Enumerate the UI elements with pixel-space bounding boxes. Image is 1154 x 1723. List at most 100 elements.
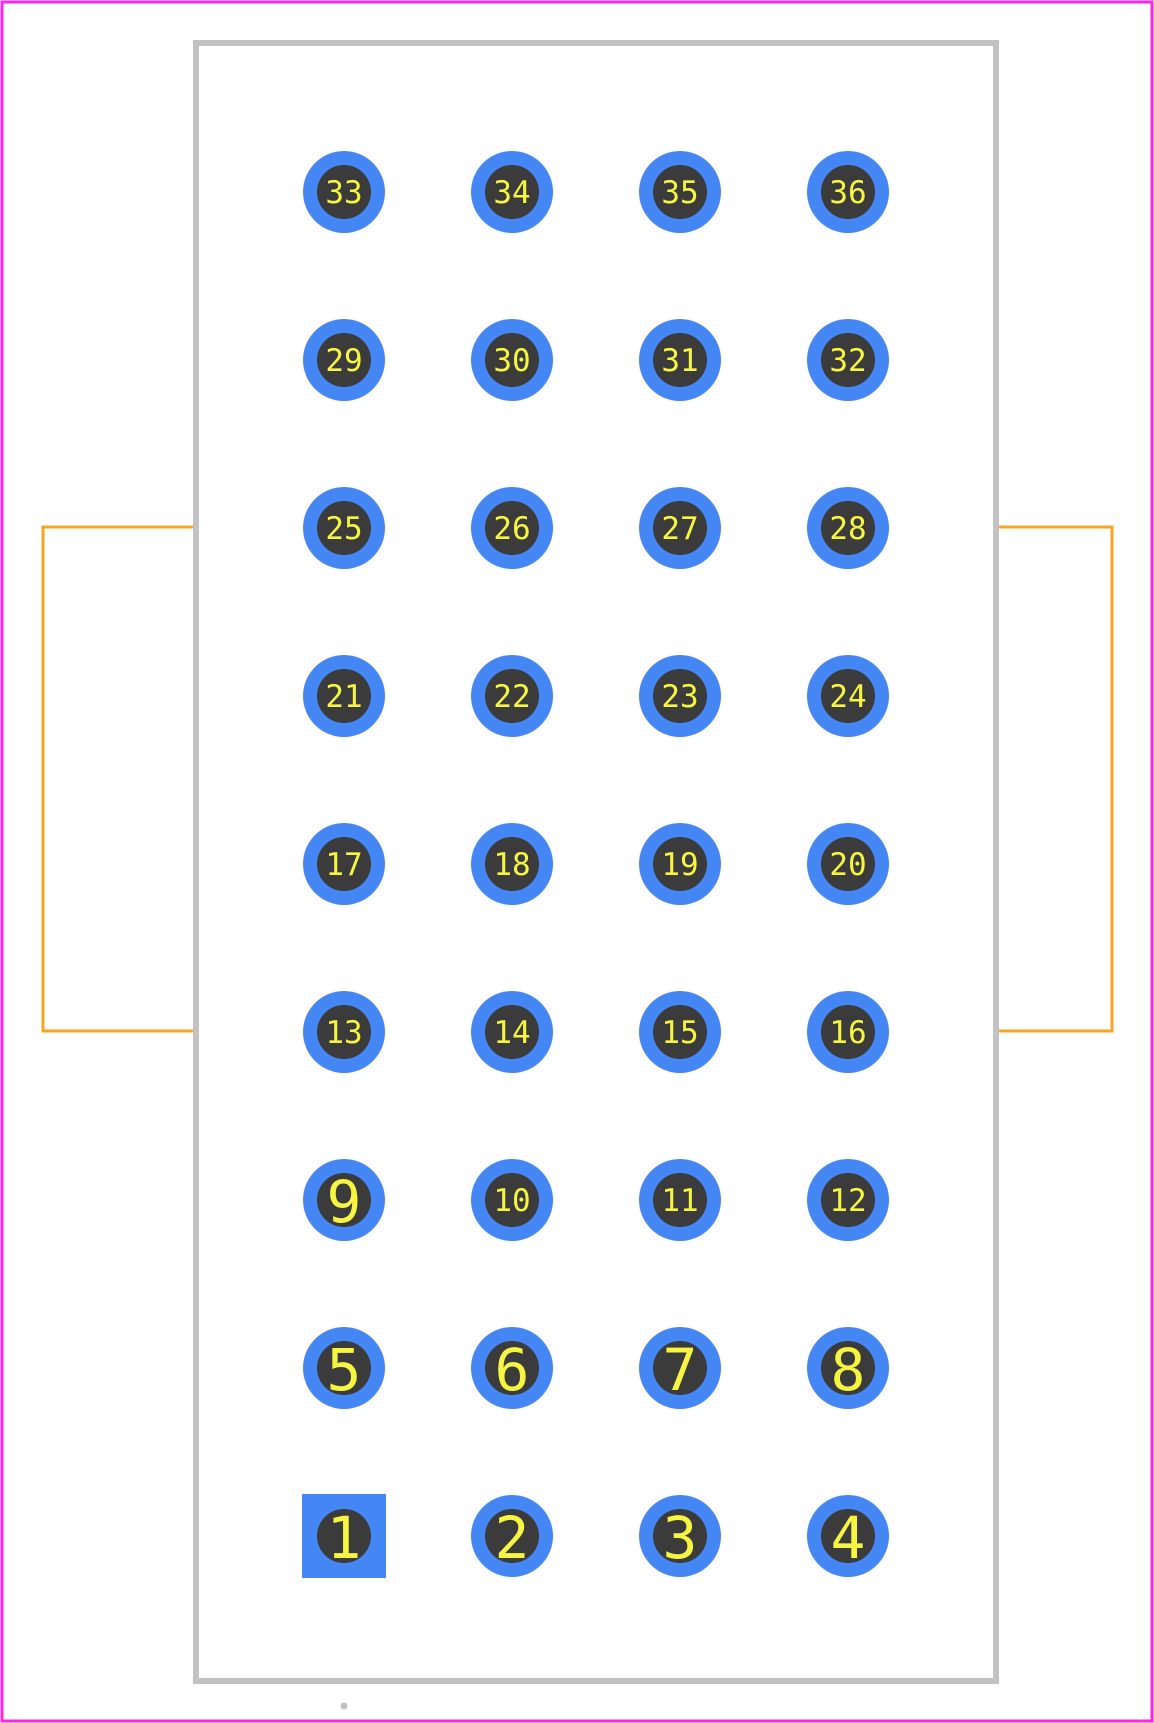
pin-drill-hole (485, 1341, 539, 1395)
pin-5: 5 (303, 1327, 385, 1409)
pin-drill-hole (653, 669, 707, 723)
pin-drill-hole (821, 333, 875, 387)
pin-13: 13 (303, 991, 385, 1073)
pin-drill-hole (485, 501, 539, 555)
pin-24: 24 (807, 655, 889, 737)
pin-27: 27 (639, 487, 721, 569)
pin-drill-hole (317, 501, 371, 555)
pin-25: 25 (303, 487, 385, 569)
pin-drill-hole (317, 1173, 371, 1227)
pin-drill-hole (653, 1341, 707, 1395)
pin-drill-hole (653, 333, 707, 387)
pin-18: 18 (471, 823, 553, 905)
pin-drill-hole (317, 837, 371, 891)
pin-19: 19 (639, 823, 721, 905)
pin-35: 35 (639, 151, 721, 233)
pin-drill-hole (317, 1341, 371, 1395)
pin-34: 34 (471, 151, 553, 233)
pin-21: 21 (303, 655, 385, 737)
pin-label: 20 (829, 847, 866, 883)
pin-drill-hole (653, 501, 707, 555)
pin-17: 17 (303, 823, 385, 905)
pin-26: 26 (471, 487, 553, 569)
pin-label: 18 (493, 847, 530, 883)
pin-drill-hole (821, 1341, 875, 1395)
pin-label: 26 (493, 511, 530, 547)
pin-16: 16 (807, 991, 889, 1073)
pin-label: 25 (325, 511, 362, 547)
pin-label: 7 (663, 1336, 698, 1404)
right-mounting-bracket (998, 525, 1114, 1033)
pin-label: 11 (661, 1183, 698, 1219)
pin-drill-hole (317, 1005, 371, 1059)
pin-6: 6 (471, 1327, 553, 1409)
pin-label: 36 (829, 175, 866, 211)
pin-label: 22 (493, 679, 530, 715)
pin-22: 22 (471, 655, 553, 737)
pin-label: 29 (325, 343, 362, 379)
pin-label: 17 (325, 847, 362, 883)
pin-4: 4 (807, 1495, 889, 1577)
pin-31: 31 (639, 319, 721, 401)
pin-label: 24 (829, 679, 866, 715)
pin-label: 1 (327, 1504, 362, 1572)
pin-29: 29 (303, 319, 385, 401)
pin-label: 3 (663, 1504, 698, 1572)
pin-label: 34 (493, 175, 530, 211)
pin-label: 10 (493, 1183, 530, 1219)
pin-20: 20 (807, 823, 889, 905)
pin-label: 8 (831, 1336, 866, 1404)
pin-label: 5 (327, 1336, 362, 1404)
pin-drill-hole (485, 1005, 539, 1059)
pin-23: 23 (639, 655, 721, 737)
pin-14: 14 (471, 991, 553, 1073)
pin-drill-hole (485, 333, 539, 387)
pin-1: 1 (302, 1494, 386, 1578)
pin-label: 9 (327, 1168, 362, 1236)
pin-label: 14 (493, 1015, 530, 1051)
pin-10: 10 (471, 1159, 553, 1241)
pin-drill-hole (653, 837, 707, 891)
origin-marker (340, 1702, 348, 1710)
pin-28: 28 (807, 487, 889, 569)
pin-3: 3 (639, 1495, 721, 1577)
pin-9: 9 (303, 1159, 385, 1241)
pin-12: 12 (807, 1159, 889, 1241)
pin-drill-hole (821, 1005, 875, 1059)
pin-drill-hole (317, 333, 371, 387)
pin-32: 32 (807, 319, 889, 401)
pin-drill-hole (317, 165, 371, 219)
pin-label: 33 (325, 175, 362, 211)
pin-drill-hole (485, 1509, 539, 1563)
pin-label: 6 (495, 1336, 530, 1404)
pin-label: 30 (493, 343, 530, 379)
pin-label: 13 (325, 1015, 362, 1051)
pin-30: 30 (471, 319, 553, 401)
pin-label: 23 (661, 679, 698, 715)
pin-label: 2 (495, 1504, 530, 1572)
pin-label: 4 (831, 1504, 866, 1572)
pin-drill-hole (821, 669, 875, 723)
pin-drill-hole (653, 1005, 707, 1059)
pin-drill-hole (653, 1509, 707, 1563)
pin-11: 11 (639, 1159, 721, 1241)
pin-label: 15 (661, 1015, 698, 1051)
pin-33: 33 (303, 151, 385, 233)
pin-drill-hole (485, 837, 539, 891)
pin-36: 36 (807, 151, 889, 233)
pin-7: 7 (639, 1327, 721, 1409)
pin-label: 21 (325, 679, 362, 715)
pin-drill-hole (821, 165, 875, 219)
pin-label: 35 (661, 175, 698, 211)
pin-label: 19 (661, 847, 698, 883)
pin-drill-hole (485, 1173, 539, 1227)
pin-drill-hole (821, 1509, 875, 1563)
pin-8: 8 (807, 1327, 889, 1409)
pin-drill-hole (317, 1509, 371, 1563)
pin-label: 31 (661, 343, 698, 379)
pin-drill-hole (821, 837, 875, 891)
pin-drill-hole (653, 165, 707, 219)
